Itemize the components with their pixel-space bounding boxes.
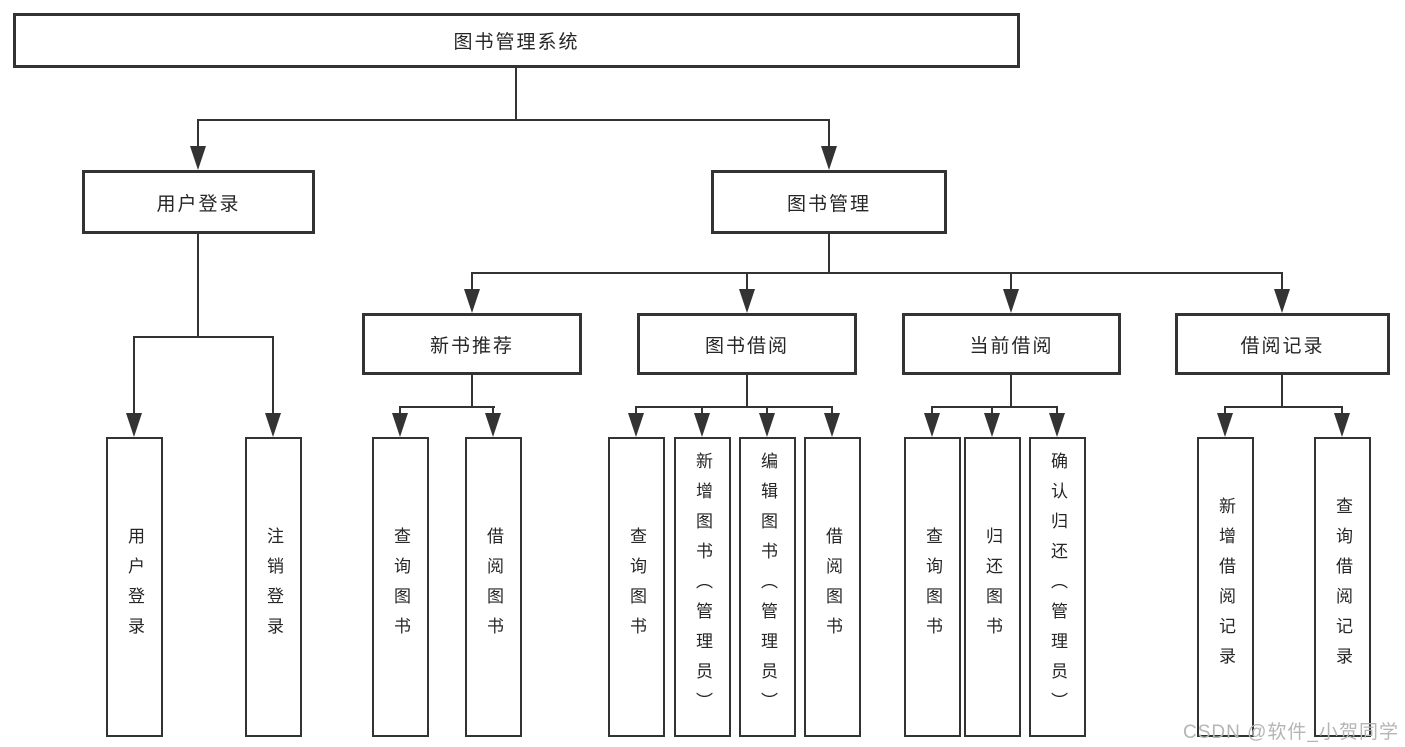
connector-current-stem xyxy=(1010,375,1012,408)
arrowhead-down-icon xyxy=(739,289,755,313)
arrowhead-down-icon xyxy=(984,413,1000,437)
arrowhead-down-icon xyxy=(485,413,501,437)
connector-drop xyxy=(272,336,274,416)
leaf-add-books-admin: 新增图书（管理员） xyxy=(674,437,731,737)
leaf-query-borrow-record: 查询借阅记录 xyxy=(1314,437,1371,737)
leaf-add-borrow-record: 新增借阅记录 xyxy=(1197,437,1254,737)
connector-records-stem xyxy=(1281,375,1283,408)
arrowhead-down-icon xyxy=(759,413,775,437)
leaf-edit-books-admin: 编辑图书（管理员） xyxy=(739,437,796,737)
arrowhead-down-icon xyxy=(1334,413,1350,437)
arrowhead-down-icon xyxy=(924,413,940,437)
connector-borrow-hline xyxy=(635,406,833,408)
leaf-return-books: 归还图书 xyxy=(964,437,1021,737)
connector-drop xyxy=(133,336,135,416)
leaf-current-query-books: 查询图书 xyxy=(904,437,961,737)
leaf-confirm-return-admin: 确认归还（管理员） xyxy=(1029,437,1086,737)
connector-drop xyxy=(991,406,993,416)
connector-drop xyxy=(399,406,401,416)
node-book-management: 图书管理 xyxy=(711,170,947,234)
connector-bookmgmt-hline xyxy=(471,272,1283,274)
connector-drop xyxy=(1224,406,1226,416)
connector-drop xyxy=(197,119,199,149)
connector-newbook-stem xyxy=(471,375,473,408)
arrowhead-down-icon xyxy=(126,413,142,437)
node-user-login: 用户登录 xyxy=(82,170,315,234)
connector-newbook-hline xyxy=(399,406,495,408)
connector-root-hline xyxy=(197,119,830,121)
connector-drop xyxy=(746,272,748,292)
node-book-borrow: 图书借阅 xyxy=(637,313,857,375)
leaf-recommend-query-books: 查询图书 xyxy=(372,437,429,737)
arrowhead-down-icon xyxy=(1217,413,1233,437)
connector-current-hline xyxy=(931,406,1058,408)
arrowhead-down-icon xyxy=(392,413,408,437)
connector-userlogin-hline xyxy=(133,336,274,338)
arrowhead-down-icon xyxy=(628,413,644,437)
arrowhead-down-icon xyxy=(190,146,206,170)
connector-drop xyxy=(766,406,768,416)
connector-drop xyxy=(471,272,473,292)
connector-drop xyxy=(701,406,703,416)
node-borrow-records: 借阅记录 xyxy=(1175,313,1390,375)
arrowhead-down-icon xyxy=(464,289,480,313)
connector-drop xyxy=(635,406,637,416)
node-current-borrow: 当前借阅 xyxy=(902,313,1121,375)
arrowhead-down-icon xyxy=(1274,289,1290,313)
connector-root-stem xyxy=(515,68,517,121)
node-root: 图书管理系统 xyxy=(13,13,1020,68)
connector-records-hline xyxy=(1224,406,1343,408)
leaf-borrow-books: 借阅图书 xyxy=(804,437,861,737)
leaf-user-login: 用户登录 xyxy=(106,437,163,737)
leaf-recommend-borrow-books: 借阅图书 xyxy=(465,437,522,737)
connector-userlogin-stem xyxy=(197,234,199,338)
arrowhead-down-icon xyxy=(694,413,710,437)
connector-drop xyxy=(828,119,830,149)
connector-drop xyxy=(1341,406,1343,416)
connector-drop xyxy=(1056,406,1058,416)
leaf-logout: 注销登录 xyxy=(245,437,302,737)
connector-bookmgmt-stem xyxy=(828,234,830,274)
arrowhead-down-icon xyxy=(1003,289,1019,313)
arrowhead-down-icon xyxy=(824,413,840,437)
leaf-borrow-query-books: 查询图书 xyxy=(608,437,665,737)
node-new-book-recommend: 新书推荐 xyxy=(362,313,582,375)
connector-borrow-stem xyxy=(746,375,748,408)
connector-drop xyxy=(492,406,494,416)
arrowhead-down-icon xyxy=(265,413,281,437)
connector-drop xyxy=(1010,272,1012,292)
connector-drop xyxy=(1281,272,1283,292)
arrowhead-down-icon xyxy=(1049,413,1065,437)
arrowhead-down-icon xyxy=(821,146,837,170)
connector-drop xyxy=(931,406,933,416)
watermark: CSDN @软件_小贺同学 xyxy=(1183,722,1399,743)
connector-drop xyxy=(831,406,833,416)
